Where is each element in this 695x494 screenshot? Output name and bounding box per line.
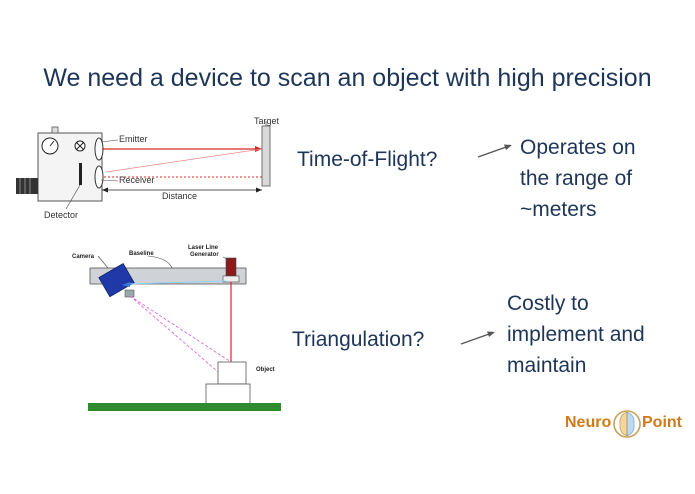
baseline-light	[127, 280, 227, 285]
laser-generator	[225, 257, 237, 277]
tri-note-line-2: implement and	[507, 323, 645, 346]
laser-line-label: Laser Line	[188, 245, 219, 251]
triangulation-diagram: Camera Baseline Laser Line Generator Obj…	[72, 245, 281, 411]
triangulation-question: Triangulation?	[292, 328, 425, 351]
emitter-label: Emitter	[119, 134, 148, 144]
generator-label: Generator	[190, 252, 219, 258]
ground-plane	[88, 403, 281, 411]
tof-note-line-3: ~meters	[520, 198, 597, 221]
tof-question: Time-of-Flight?	[297, 148, 438, 171]
tri-note-line-3: maintain	[507, 354, 587, 377]
logo-text-right: Point	[642, 414, 682, 431]
tof-diagram: Target Emitter Receiver Distance Detecto…	[16, 116, 280, 220]
object-bottom-box	[205, 383, 251, 407]
sensor-knob	[51, 126, 59, 134]
camera-icon	[98, 263, 135, 298]
tof-note: Operates on the range of ~meters	[520, 132, 636, 225]
triangulation-note: Costly to implement and maintain	[507, 288, 645, 381]
arrow-triangulation	[460, 331, 495, 345]
target-label: Target	[254, 116, 280, 126]
camera-label: Camera	[72, 254, 95, 260]
detector-element	[79, 163, 82, 185]
slide-title: We need a device to scan an object with …	[43, 64, 652, 92]
scatter-beam	[105, 148, 263, 173]
brain-logo-icon	[613, 410, 641, 438]
emitter-lens	[94, 137, 104, 161]
tof-note-line-2: the range of	[520, 167, 633, 190]
sensor-connector	[16, 178, 38, 194]
distance-label: Distance	[162, 191, 197, 201]
object-label: Object	[256, 367, 275, 373]
tri-note-line-1: Costly to	[507, 292, 589, 315]
object-top-box	[217, 361, 247, 385]
receiver-label: Receiver	[119, 175, 155, 185]
target-plate	[261, 125, 271, 187]
baseline-label: Baseline	[129, 251, 154, 257]
receiver-lens	[94, 165, 104, 189]
camera-ray-2	[129, 295, 232, 384]
tof-note-line-1: Operates on	[520, 136, 636, 159]
detector-label: Detector	[44, 210, 78, 220]
camera-ray-1	[129, 295, 232, 363]
arrow-tof	[477, 144, 512, 158]
logo-text-left: Neuro	[565, 414, 612, 431]
